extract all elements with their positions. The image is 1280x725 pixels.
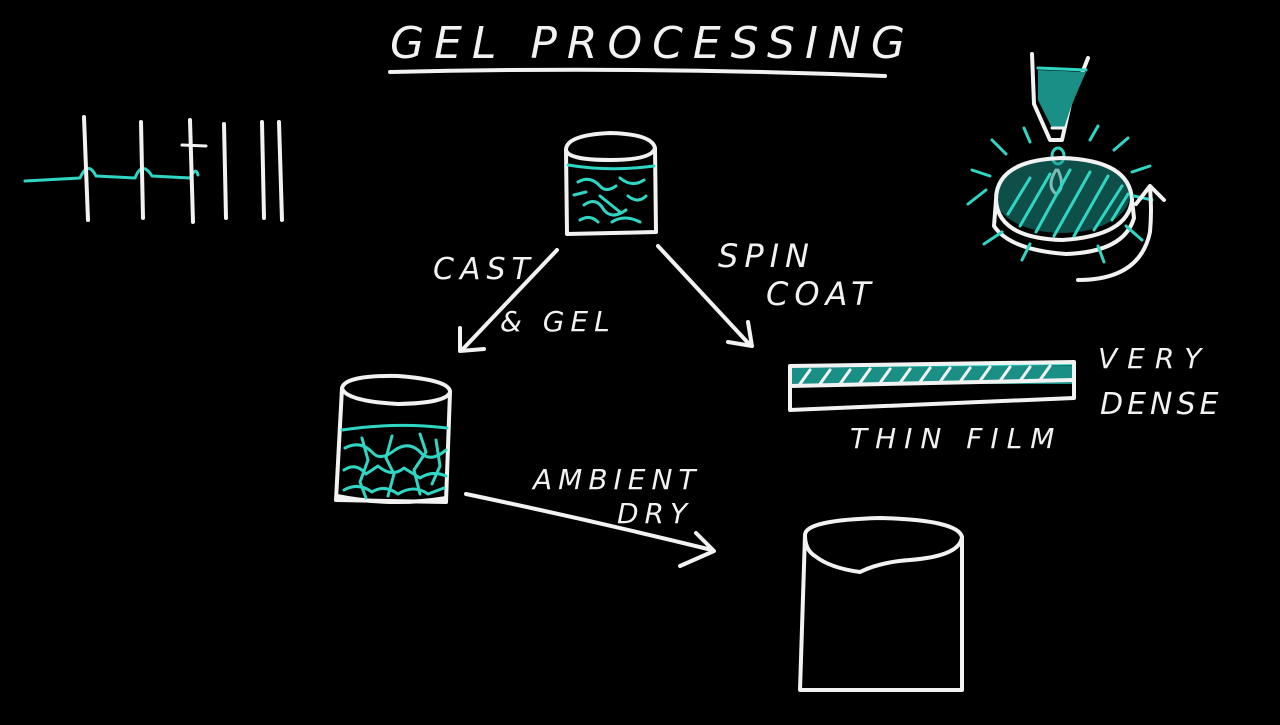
thin-film-substrate (788, 360, 1076, 412)
spin-label: SPIN (718, 237, 815, 275)
cast-label: CAST (433, 252, 536, 287)
dense-label: DENSE (1100, 387, 1223, 422)
spray-lines (966, 124, 1154, 264)
pulse-waveform-sketch (23, 115, 284, 224)
dropper (1030, 52, 1090, 142)
ambient-label: AMBIENT (533, 463, 702, 496)
ambient-dry-arrow (464, 492, 716, 568)
xerogel-container (798, 516, 964, 692)
dry-label: DRY (617, 497, 694, 530)
sol-particles (572, 176, 648, 224)
title-underline (388, 67, 887, 78)
gel-network (342, 432, 448, 500)
spin-disk (992, 156, 1136, 256)
coat-label: COAT (766, 275, 877, 313)
spin-coater (966, 52, 1166, 282)
film-hatching (798, 364, 1052, 386)
gel-label: & GEL (500, 305, 616, 338)
spin-coat-arrow (656, 244, 754, 348)
sol-container (564, 131, 658, 236)
rotation-arrow (1076, 184, 1166, 282)
very-label: VERY (1098, 342, 1212, 375)
thin-film-label: THIN FILM (850, 422, 1063, 455)
gel-container (334, 373, 452, 505)
cast-gel-arrow (458, 248, 559, 353)
page-title: GEL PROCESSING (390, 18, 915, 69)
